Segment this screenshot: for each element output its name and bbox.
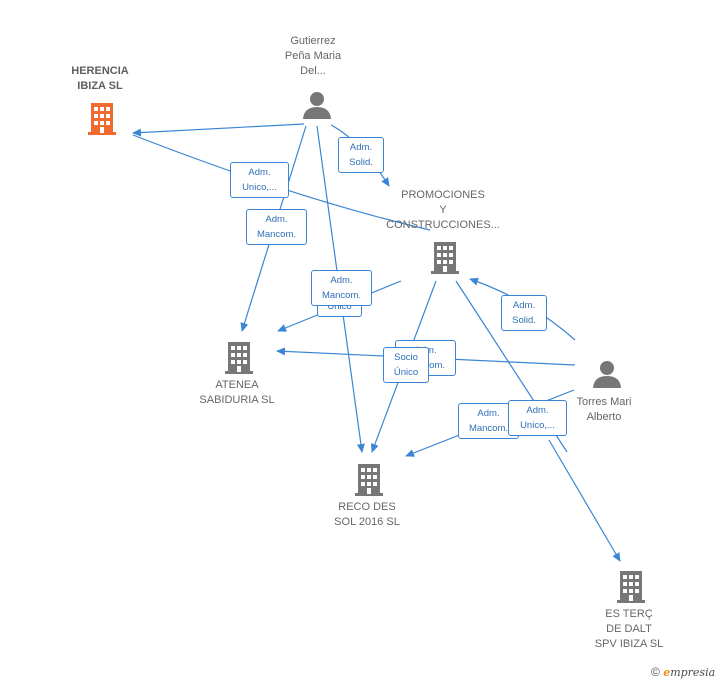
footer-brand: © empresia	[651, 665, 715, 679]
edge-label-adm-solid[interactable]: Adm. Solid.	[501, 295, 547, 331]
person-icon[interactable]	[302, 90, 332, 120]
node-label-torres[interactable]: Torres Mari Alberto	[576, 396, 632, 423]
building-icon[interactable]	[429, 240, 461, 274]
empresia-logo: empresia	[663, 666, 716, 679]
edge-label-adm-mancom[interactable]: Adm. Mancom.	[246, 209, 307, 245]
node-label-gutierrez[interactable]: Gutierrez Peña Maria Del...	[284, 35, 342, 77]
edge-torres-esterc	[548, 439, 621, 562]
node-label-herencia[interactable]: HERENCIA IBIZA SL	[71, 65, 129, 92]
edge-gutierrez-herencia	[132, 123, 305, 137]
copyright-icon: ©	[651, 665, 660, 679]
building-icon[interactable]	[353, 462, 385, 496]
edge-label-adm-unico[interactable]: Adm. Unico,...	[508, 400, 567, 436]
person-icon[interactable]	[592, 359, 622, 389]
edge-label-adm-mancom[interactable]: Adm. Mancom.	[311, 270, 372, 306]
node-label-promociones[interactable]: PROMOCIONES Y CONSTRUCCIONES...	[386, 189, 500, 231]
node-label-reco[interactable]: RECO DES SOL 2016 SL	[334, 501, 400, 528]
node-label-atenea[interactable]: ATENEA SABIDURIA SL	[199, 379, 275, 406]
building-icon[interactable]	[86, 101, 118, 135]
edge-label-adm-unico[interactable]: Adm. Unico,...	[230, 162, 289, 198]
building-icon[interactable]	[615, 569, 647, 603]
edge-herencia-promociones	[132, 134, 431, 231]
edge-label-adm-solid[interactable]: Adm. Solid.	[338, 137, 384, 173]
building-icon[interactable]	[223, 340, 255, 374]
edge-label-socio-unico[interactable]: Socio Único	[383, 347, 429, 383]
node-label-esterc[interactable]: ES TERÇ DE DALT SPV IBIZA SL	[594, 608, 664, 650]
